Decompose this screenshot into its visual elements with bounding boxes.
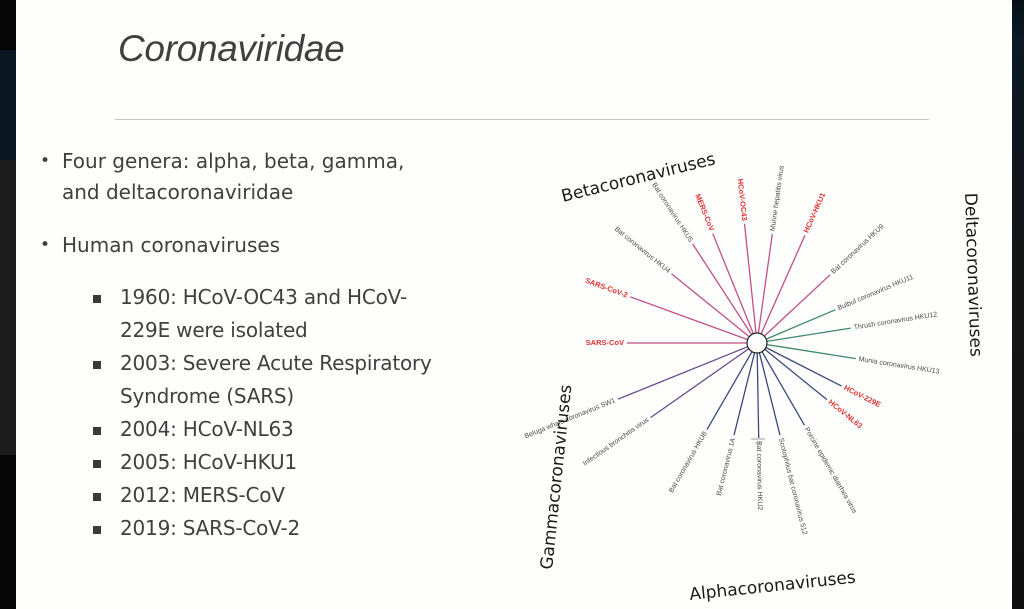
- tree-leaf-label: Bat coronavirus HKU4: [613, 226, 671, 275]
- square-bullet-icon: [93, 295, 101, 303]
- sub-bullet-text: 2004: HCoV-NL63: [120, 417, 294, 441]
- tree-leaf-label: HCoV-OC43: [736, 178, 749, 221]
- square-bullet-icon: [93, 493, 101, 501]
- tree-branch: [650, 348, 750, 419]
- square-bullet-icon: [93, 460, 101, 468]
- tree-leaf-label: Murine hepatitis virus: [770, 165, 786, 232]
- tree-branch: [706, 351, 753, 430]
- tree-leaf-label: HCoV-HKU1: [802, 191, 828, 234]
- tree-branch: [764, 348, 828, 401]
- square-bullet-icon: [93, 361, 101, 369]
- title-divider: [115, 119, 929, 120]
- genus-label-gamma: Gammacoronaviruses: [537, 384, 576, 571]
- tree-branch: [671, 273, 750, 338]
- sub-bullet-2019: 2019: SARS-CoV-2: [28, 512, 468, 545]
- bullet-four-genera: Four genera: alpha, beta, gamma, and del…: [28, 146, 468, 208]
- scale-bar: 0.05: [751, 438, 765, 445]
- bullet-list: Four genera: alpha, beta, gamma, and del…: [28, 146, 468, 545]
- tree-branch: [629, 296, 748, 341]
- tree-leaf-label: Scotophilus bat coronavirus 512: [777, 437, 808, 535]
- sub-bullet-2004: 2004: HCoV-NL63: [28, 413, 468, 446]
- tree-branch: [766, 343, 856, 360]
- slide: Coronaviridae Four genera: alpha, beta, …: [16, 0, 1012, 609]
- square-bullet-icon: [93, 526, 101, 534]
- sub-bullet-text-cont: 229E were isolated: [120, 318, 308, 342]
- bullet-text: Four genera: alpha, beta, gamma,: [62, 149, 405, 173]
- human-coronavirus-list: 1960: HCoV-OC43 and HCoV- 229E were isol…: [28, 281, 468, 545]
- tree-leaf-label: Bat coronavirus HKU9: [830, 223, 885, 275]
- tree-leaf-label: Bat coronavirus HKU8: [668, 431, 709, 495]
- tree-branch: [758, 352, 781, 436]
- sub-bullet-text: 2003: Severe Acute Respiratory: [120, 351, 432, 375]
- tree-branch: [765, 346, 842, 387]
- tree-leaf-label: Bat coronavirus HKU2: [755, 441, 763, 510]
- tree-branch: [743, 223, 757, 334]
- square-bullet-icon: [93, 427, 101, 435]
- sub-bullet-text: 2005: HCoV-HKU1: [120, 450, 297, 474]
- tree-leaf-label: MERS-CoV: [693, 193, 716, 233]
- genus-label-delta: Deltacoronaviruses: [960, 192, 986, 357]
- screen-edge-left: [0, 0, 16, 609]
- bullet-human-coronaviruses: Human coronaviruses: [28, 230, 468, 261]
- tree-leaf-label: HCoV-229E: [842, 383, 882, 409]
- tree-leaf-label: SARS-CoV-2: [584, 276, 629, 300]
- sub-bullet-2012: 2012: MERS-CoV: [28, 479, 468, 512]
- sub-bullet-text-cont: Syndrome (SARS): [120, 384, 295, 408]
- genus-label-beta: Betacoronaviruses: [559, 149, 717, 207]
- sub-bullet-text: 1960: HCoV-OC43 and HCoV-: [120, 285, 407, 309]
- genus-label-alpha: Alphacoronaviruses: [688, 568, 856, 605]
- sub-bullet-2005: 2005: HCoV-HKU1: [28, 446, 468, 479]
- tree-leaf-label: Bat coronavirus 1A: [716, 437, 737, 496]
- tree-branch: [617, 346, 748, 400]
- tree-leaf-label: Porcine epidemic diarrhea virus: [803, 426, 858, 515]
- sub-bullet-text: 2012: MERS-CoV: [120, 483, 285, 507]
- tree-leaf-label: Munia coronavirus HKU13: [858, 356, 940, 376]
- sub-bullet-1960: 1960: HCoV-OC43 and HCoV- 229E were isol…: [28, 281, 468, 347]
- tree-leaf-label: Thrush coronavirus HKU12: [853, 311, 938, 331]
- tree-branch: [756, 352, 760, 439]
- tree-branch: [760, 234, 806, 335]
- tree-branch: [692, 243, 753, 335]
- tree-leaf-label: Bulbul coronavirus HKU11: [837, 274, 915, 312]
- tree-leaf-label: Bat coronavirus HKU5: [650, 182, 694, 244]
- tree-branch: [733, 352, 756, 436]
- tree-branch: [766, 327, 851, 343]
- tree-root-circle: [746, 332, 768, 354]
- scale-bar-label: 0.05: [755, 441, 761, 445]
- tree-leaf-label: SARS-CoV: [586, 338, 624, 347]
- tree-branch: [712, 233, 754, 334]
- tree-leaf-label: HCoV-NL63: [827, 398, 864, 431]
- tree-leaf-label: Infectious bronchitis virus: [582, 416, 651, 467]
- tree-branch: [757, 234, 773, 334]
- tree-branch: [761, 351, 806, 426]
- sub-bullet-text: 2019: SARS-CoV-2: [120, 516, 301, 540]
- tree-branch: [765, 309, 836, 340]
- bullet-text-cont: and deltacoronaviridae: [62, 180, 294, 204]
- sub-bullet-2003: 2003: Severe Acute Respiratory Syndrome …: [28, 347, 468, 413]
- tree-branch: [763, 274, 831, 337]
- slide-title: Coronaviridae: [118, 28, 345, 69]
- screen-edge-right: [1012, 0, 1024, 609]
